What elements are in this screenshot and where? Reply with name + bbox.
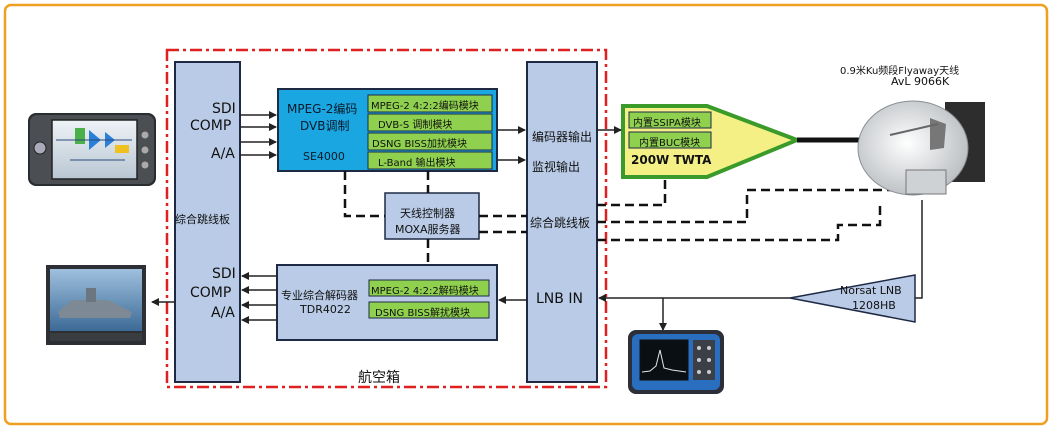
twta-label: 200W TWTA (631, 153, 712, 167)
antenna-controller-line1: 天线控制器 (400, 207, 455, 220)
antenna-to-lnb-link (915, 200, 923, 299)
left-panel-sdi-label: SDI (212, 101, 236, 117)
twta-module-2: 内置BUC模块 (639, 138, 701, 149)
encoder-device-image (28, 113, 156, 186)
encoder-module-2: DVB-S 调制模块 (378, 120, 453, 131)
control-dashed-lines (343, 171, 905, 265)
monitor-device-image (46, 265, 146, 345)
encoder-module-4: L-Band 输出模块 (378, 158, 456, 169)
left-panel-comp2-label: COMP (190, 285, 232, 301)
encoder-title: MPEG-2编码 (287, 102, 358, 116)
left-panel-aa2-label: A/A (211, 305, 235, 321)
encoder-model: SE4000 (303, 150, 345, 163)
flight-case-label: 航空箱 (358, 370, 400, 386)
left-panel-aa-label: A/A (211, 146, 235, 162)
decoder-module-2-box (368, 301, 490, 319)
antenna-title-line1: 0.9米Ku频段Flyaway天线 (840, 66, 960, 77)
encoder-module-3-box (367, 132, 493, 151)
twta-module-1-box (628, 111, 712, 129)
encoder-module-2-box (367, 113, 493, 132)
encoder-module-3: DSNG BISS加扰模块 (372, 139, 467, 150)
decoder-title: 专业综合解码器 (281, 289, 358, 302)
left-panel-label: 综合跳线板 (175, 213, 230, 226)
antenna-image (857, 100, 985, 196)
monitor-output-label: 监视输出 (532, 160, 581, 174)
lnb-line1: Norsat LNB (840, 284, 902, 297)
encoder-module-4-box (367, 151, 493, 170)
decoder-module-1-box (368, 279, 490, 297)
antenna-controller-line2: MOXA服务器 (395, 223, 461, 236)
left-panel-comp-label: COMP (190, 118, 232, 134)
decoder-module-1: MPEG-2 4:2:2解码模块 (371, 286, 479, 297)
lnb-line2: 1208HB (852, 299, 896, 312)
left-patch-panel (174, 61, 241, 383)
lnb-in-label: LNB IN (536, 291, 583, 307)
encoder-module-1-box (367, 94, 493, 113)
right-patch-panel (526, 61, 598, 383)
decoder-module-2: DSNG BISS解扰模块 (375, 308, 470, 319)
twta-module-1: 内置SSIPA模块 (633, 118, 701, 129)
left-panel-sdi2-label: SDI (212, 266, 236, 282)
encoder-subtitle: DVB调制 (300, 119, 350, 133)
encoder-output-label: 编码器输出 (532, 130, 593, 144)
encoder-module-1: MPEG-2 4:2:2编码模块 (371, 101, 479, 112)
flight-case-border (165, 48, 608, 389)
spectrum-analyzer-image (628, 330, 724, 394)
antenna-title-line2: AvL 9066K (891, 75, 950, 88)
right-panel-label: 综合跳线板 (530, 216, 591, 230)
decoder-model: TDR4022 (300, 303, 351, 316)
twta-module-2-box (628, 131, 712, 149)
